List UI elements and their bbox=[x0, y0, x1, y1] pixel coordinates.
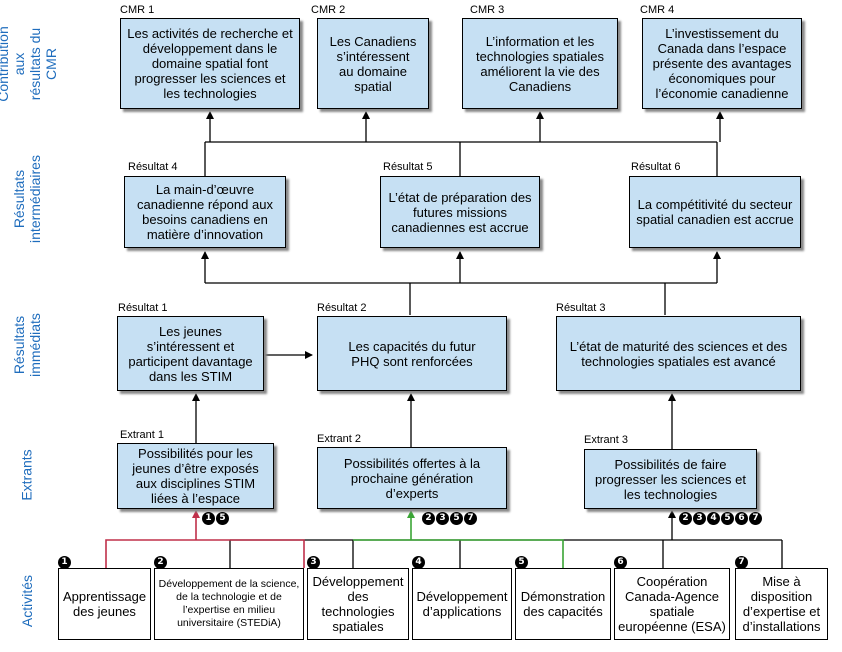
immediate-1-text: Les jeunes s’intéressent et participent … bbox=[128, 323, 253, 384]
cmr-3-box: L’information et les technologies spatia… bbox=[462, 18, 618, 109]
output-1-label: Extrant 1 bbox=[120, 429, 165, 441]
activity-7-number: 7 bbox=[735, 556, 748, 569]
immediate-2-box: Les capacités du futur PHQ sont renforcé… bbox=[317, 316, 507, 391]
output-2-badge: 3 bbox=[436, 512, 449, 525]
activity-3-text: Développement des technologies spatiales bbox=[312, 574, 404, 634]
cmr-4-box: L’investissement du Canada dans l’espace… bbox=[642, 18, 802, 109]
cmr-3-label: CMR 3 bbox=[470, 4, 505, 16]
output-3-badge: 4 bbox=[707, 512, 720, 525]
output-3-badges: 2 3 4 5 6 7 bbox=[679, 512, 762, 525]
cmr-2-text: Les Canadiens s’intéressent au domaine s… bbox=[329, 33, 417, 94]
output-3-badge: 6 bbox=[735, 512, 748, 525]
intermediate-4-box: La main-d’œuvre canadienne répond aux be… bbox=[124, 176, 286, 248]
output-3-badge: 3 bbox=[693, 512, 706, 525]
activity-1-number: 1 bbox=[58, 556, 71, 569]
immediate-3-box: L’état de maturité des sciences et des t… bbox=[556, 316, 801, 391]
activity-3-number: 3 bbox=[307, 556, 320, 569]
immediate-3-text: L’état de maturité des sciences et des t… bbox=[569, 338, 788, 369]
output-1-badges: 1 5 bbox=[202, 512, 229, 525]
output-2-label: Extrant 2 bbox=[317, 433, 362, 445]
activity-4-text: Développement d’applications bbox=[416, 589, 508, 619]
output-3-text: Possibilités de faire progresser les sci… bbox=[594, 456, 746, 502]
immediate-2-text: Les capacités du futur PHQ sont renforcé… bbox=[348, 338, 476, 369]
immediate-1-box: Les jeunes s’intéressent et participent … bbox=[117, 316, 264, 391]
activity-3-box: Développement des technologies spatiales bbox=[307, 568, 409, 640]
cmr-3-text: L’information et les technologies spatia… bbox=[476, 33, 604, 94]
output-3-badge: 5 bbox=[721, 512, 734, 525]
intermediate-5-box: L’état de préparation des futures missio… bbox=[380, 176, 540, 248]
activity-6-text: Coopération Canada-Agence spatiale europ… bbox=[618, 574, 726, 634]
row-label-outputs: Extrants bbox=[18, 449, 35, 501]
intermediate-6-box: La compétitivité du secteur spatial cana… bbox=[629, 176, 801, 248]
output-3-badge: 2 bbox=[679, 512, 692, 525]
activity-6-number: 6 bbox=[614, 556, 627, 569]
output-1-badge: 1 bbox=[202, 512, 215, 525]
output-1-badge: 5 bbox=[216, 512, 229, 525]
output-1-text: Possibilités pour les jeunes d’être expo… bbox=[132, 446, 259, 506]
output-2-text: Possibilités offertes à la prochaine gén… bbox=[343, 455, 481, 501]
activity-5-text: Démonstration des capacités bbox=[520, 589, 606, 619]
activity-5-number: 5 bbox=[515, 556, 528, 569]
immediate-3-label: Résultat 3 bbox=[556, 302, 606, 314]
activity-4-number: 4 bbox=[412, 556, 425, 569]
output-3-label: Extrant 3 bbox=[584, 434, 629, 446]
cmr-4-label: CMR 4 bbox=[640, 4, 675, 16]
output-2-badges: 2 3 5 7 bbox=[422, 512, 477, 525]
activity-1-text: Apprentissage des jeunes bbox=[62, 589, 147, 619]
output-2-badge: 7 bbox=[464, 512, 477, 525]
activity-6-box: Coopération Canada-Agence spatiale europ… bbox=[614, 568, 730, 640]
row-label-immediate: Résultats immédiats bbox=[11, 313, 44, 377]
cmr-2-label: CMR 2 bbox=[311, 4, 346, 16]
output-3-badge: 7 bbox=[749, 512, 762, 525]
output-2-box: Possibilités offertes à la prochaine gén… bbox=[317, 447, 507, 509]
intermediate-5-label: Résultat 5 bbox=[383, 161, 433, 173]
cmr-1-box: Les activités de recherche et développem… bbox=[120, 18, 300, 109]
intermediate-5-text: L’état de préparation des futures missio… bbox=[388, 189, 532, 235]
activity-2-text: Développement de la science, de la techn… bbox=[158, 578, 300, 629]
output-3-box: Possibilités de faire progresser les sci… bbox=[584, 449, 757, 509]
activity-7-text: Mise à disposition d’expertise et d’inst… bbox=[742, 574, 821, 634]
intermediate-4-text: La main-d’œuvre canadienne répond aux be… bbox=[137, 182, 273, 242]
cmr-1-text: Les activités de recherche et développem… bbox=[127, 26, 293, 101]
row-label-cmr: Contribution aux résultats du CMR bbox=[0, 26, 59, 102]
activity-5-box: Démonstration des capacités bbox=[515, 568, 611, 640]
activity-1-box: Apprentissage des jeunes bbox=[58, 568, 151, 640]
output-2-badge: 2 bbox=[422, 512, 435, 525]
cmr-2-box: Les Canadiens s’intéressent au domaine s… bbox=[317, 18, 429, 109]
output-1-box: Possibilités pour les jeunes d’être expo… bbox=[117, 443, 274, 509]
immediate-1-label: Résultat 1 bbox=[118, 302, 168, 314]
activity-7-box: Mise à disposition d’expertise et d’inst… bbox=[735, 568, 828, 640]
intermediate-6-text: La compétitivité du secteur spatial cana… bbox=[636, 197, 794, 227]
cmr-4-text: L’investissement du Canada dans l’espace… bbox=[652, 26, 792, 101]
cmr-1-label: CMR 1 bbox=[120, 4, 155, 16]
activity-2-number: 2 bbox=[154, 556, 167, 569]
row-label-activities: Activités bbox=[19, 574, 35, 628]
immediate-2-label: Résultat 2 bbox=[317, 302, 367, 314]
row-label-intermediate: Résultats intermédiaires bbox=[11, 155, 44, 243]
intermediate-6-label: Résultat 6 bbox=[631, 161, 681, 173]
output-2-badge: 5 bbox=[450, 512, 463, 525]
activity-4-box: Développement d’applications bbox=[412, 568, 512, 640]
intermediate-4-label: Résultat 4 bbox=[128, 161, 178, 173]
activity-2-box: Développement de la science, de la techn… bbox=[154, 568, 304, 640]
